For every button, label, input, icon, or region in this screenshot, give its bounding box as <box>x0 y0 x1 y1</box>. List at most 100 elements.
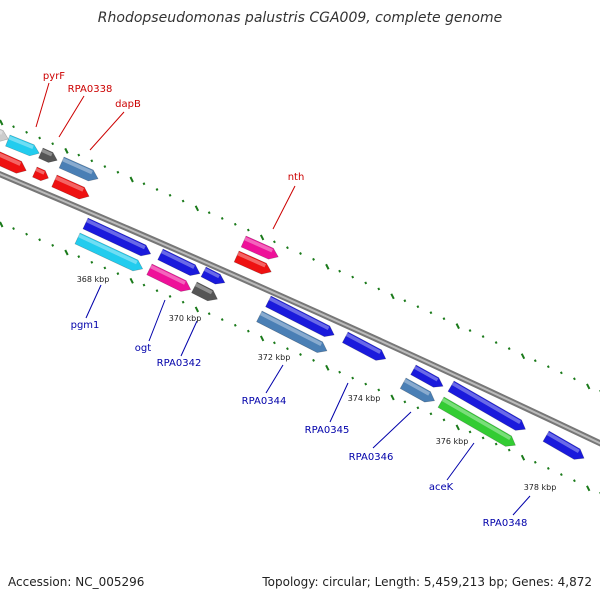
gene-label-rpa0338: RPA0338 <box>68 84 113 95</box>
inner-tick <box>390 394 395 401</box>
gene-label-rpa0344-leader <box>265 364 284 394</box>
gene-arrow <box>447 380 526 431</box>
inner-tick <box>312 358 315 362</box>
outer-tick <box>220 217 224 220</box>
backbone <box>0 170 600 447</box>
gene-arrow <box>38 147 58 163</box>
scale-tick-label: 370 kbp <box>169 314 202 323</box>
inner-tick <box>403 400 407 404</box>
gene-label-rpa0338-leader <box>58 95 85 138</box>
inner-tick <box>51 243 55 247</box>
outer-tick <box>155 188 159 191</box>
inner-tick <box>507 448 511 452</box>
outer-tick <box>64 147 69 154</box>
inner-tick <box>116 272 120 276</box>
label-leaders <box>35 82 531 516</box>
gene-arrow <box>82 217 152 257</box>
gene-arrow <box>233 250 272 275</box>
gene-label-rpa0342-leader <box>180 320 198 357</box>
labels: pyrFRPA0338dapBnthpgm1ogtRPA0342RPA0344R… <box>43 71 556 529</box>
outer-tick <box>116 170 120 174</box>
inner-tick <box>533 460 537 464</box>
outer-tick <box>90 159 94 163</box>
outer-tick <box>481 335 485 339</box>
inner-tick <box>155 289 159 293</box>
gene-arrow <box>437 396 516 447</box>
outer-tick <box>416 305 420 309</box>
outer-tick <box>520 353 526 360</box>
inner-tick <box>273 341 276 345</box>
outer-tick <box>181 199 185 203</box>
inner-tick <box>220 318 224 321</box>
outer-tick <box>25 130 28 134</box>
outer-tick <box>442 317 446 321</box>
outer-tick <box>51 142 55 146</box>
gene-label-pyrf-leader <box>35 82 50 128</box>
gene-arrow <box>341 331 387 361</box>
gene-arrow <box>0 125 9 142</box>
gene-label-acek-leader <box>446 442 475 481</box>
gene-label-rpa0346: RPA0346 <box>349 452 394 463</box>
outer-tick <box>573 377 576 381</box>
gene-label-pyrf: pyrF <box>43 71 65 82</box>
inner-tick <box>181 300 185 304</box>
scale-tick-label: 368 kbp <box>77 275 110 284</box>
gene-arrow <box>5 134 40 157</box>
outer-tick <box>390 293 395 300</box>
outer-tick <box>77 153 81 157</box>
outer-tick <box>233 222 237 226</box>
gene-label-pgm1: pgm1 <box>71 320 100 331</box>
gene-arrow <box>542 430 585 460</box>
outer-tick <box>207 211 211 215</box>
outer-tick <box>129 176 134 183</box>
outer-tick <box>338 269 342 273</box>
gene-label-rpa0346-leader <box>372 411 412 449</box>
outer-tick <box>468 329 472 333</box>
gene-arrow <box>399 377 436 403</box>
inner-tick <box>416 406 420 410</box>
gene-label-rpa0344: RPA0344 <box>242 396 287 407</box>
gene-arrow <box>256 310 328 353</box>
inner-tick <box>546 466 550 470</box>
gene-arrow <box>146 263 192 292</box>
inner-tick <box>194 306 200 313</box>
inner-tick <box>455 424 460 431</box>
outer-tick <box>546 365 550 369</box>
inner-tick <box>351 376 355 380</box>
outer-tick <box>403 299 407 303</box>
inner-tick <box>25 232 28 236</box>
gene-arrow <box>32 166 49 182</box>
inner-tick <box>142 283 146 287</box>
gene-arrow <box>265 295 335 337</box>
outer-tick <box>507 347 511 351</box>
inner-tick <box>429 412 433 416</box>
inner-tick <box>259 335 265 342</box>
outer-tick <box>312 257 315 261</box>
inner-tick <box>481 436 485 440</box>
inner-tick <box>12 227 15 231</box>
inner-tick <box>494 442 498 446</box>
inner-tick <box>442 418 446 422</box>
gene-label-dapb: dapB <box>115 99 141 110</box>
gene-arrow <box>74 232 144 272</box>
inner-tick <box>38 238 42 242</box>
gene-arrow <box>410 364 444 388</box>
inner-tick <box>90 260 94 264</box>
gene-arrow <box>157 248 201 276</box>
outer-tick <box>364 281 368 285</box>
inner-tick <box>325 364 330 371</box>
outer-tick <box>168 193 172 197</box>
inner-tick <box>103 266 107 270</box>
backbone-highlight <box>0 173 600 445</box>
gene-label-ogt-leader <box>148 299 166 342</box>
gene-label-rpa0348-leader <box>512 495 531 516</box>
outer-tick <box>559 371 563 375</box>
inner-tick <box>573 479 576 483</box>
gene-label-dapb-leader <box>89 111 125 151</box>
outer-tick <box>259 234 265 241</box>
inner-tick <box>299 353 302 356</box>
outer-tick <box>377 287 381 291</box>
outer-tick <box>103 165 107 168</box>
outer-tick <box>299 252 302 255</box>
